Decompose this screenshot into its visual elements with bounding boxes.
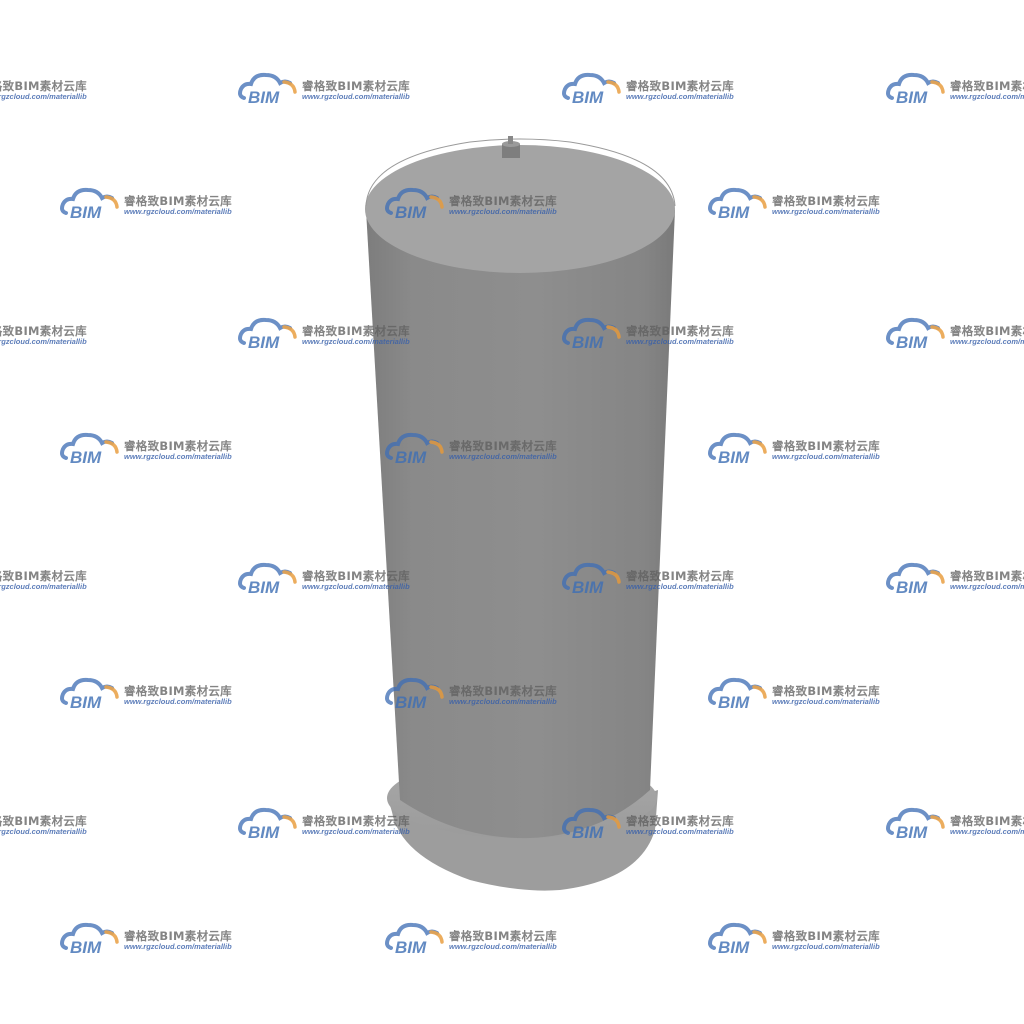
- top-cap: [365, 138, 676, 273]
- tank-body: [366, 210, 675, 839]
- top-nozzle: [502, 136, 520, 158]
